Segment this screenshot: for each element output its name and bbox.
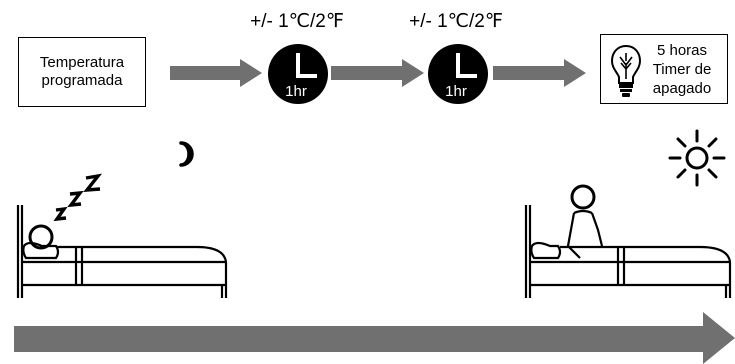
off-timer-text: 5 horas Timer de apagado (643, 41, 721, 98)
sun-icon (668, 129, 726, 187)
sleeping-bed-icon (16, 205, 228, 298)
end-box-line2: Timer de (652, 61, 712, 78)
programmed-temperature-box: Temperatura programada (18, 37, 146, 107)
clock-icon: 1hr (267, 43, 329, 105)
zzz-icon (53, 173, 103, 222)
flow-arrow-2 (331, 59, 424, 87)
flow-arrow-1 (170, 59, 262, 87)
light-bulb-icon (610, 44, 642, 97)
clock-1-text: 1hr (285, 83, 307, 100)
step-1-label: +/- 1℃/2℉ (250, 11, 344, 32)
crescent-moon-icon (179, 141, 194, 167)
timeline-arrow (14, 312, 735, 364)
start-box-line1: Temperatura (39, 54, 125, 71)
clock-2-text: 1hr (445, 83, 467, 100)
start-box-line2: programada (41, 72, 123, 89)
end-box-line1: 5 horas (656, 42, 708, 59)
flow-arrow-3 (493, 59, 586, 87)
clock-icon: 1hr (427, 43, 489, 105)
off-timer-box: 5 horas Timer de apagado (600, 34, 728, 104)
waking-bed-icon (524, 184, 732, 298)
end-box-line3: apagado (652, 80, 712, 97)
step-2-label: +/- 1℃/2℉ (409, 11, 503, 32)
